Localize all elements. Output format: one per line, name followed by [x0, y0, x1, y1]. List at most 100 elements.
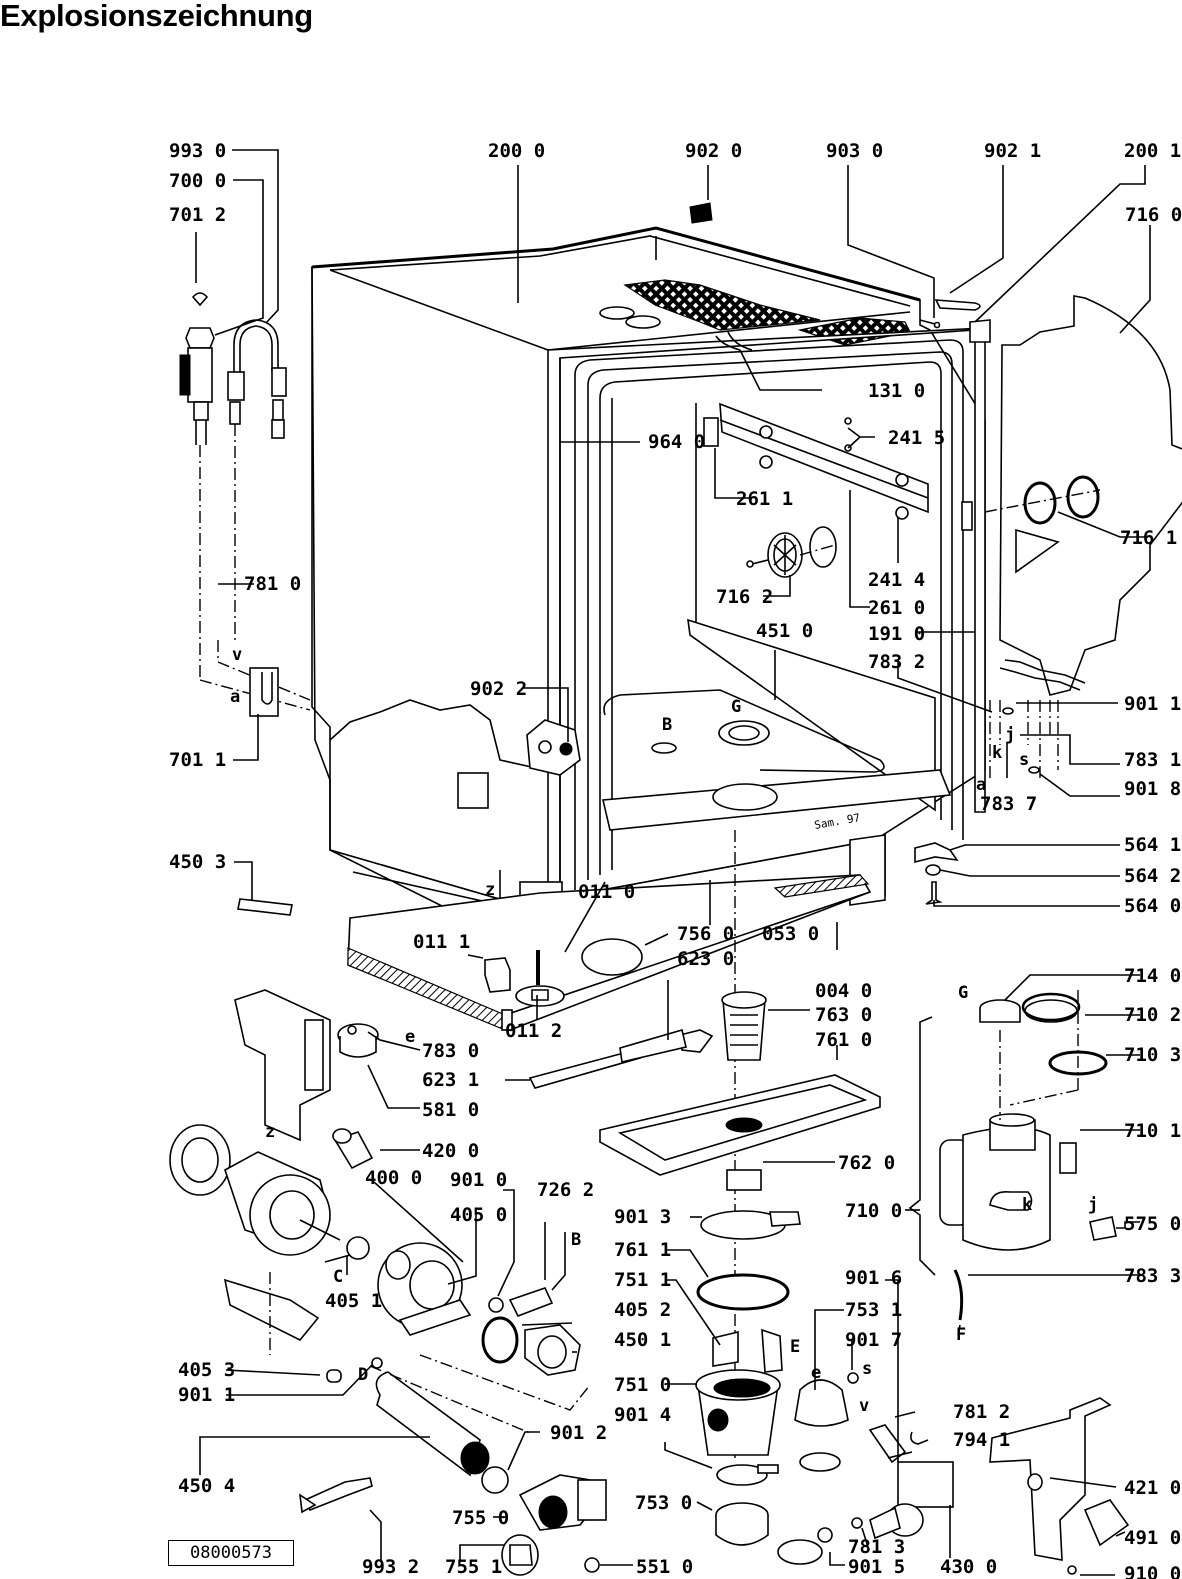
part-902-0	[689, 202, 713, 224]
label-710-2: 710 2	[1124, 1004, 1181, 1026]
part-901-7	[847, 1372, 859, 1384]
label-011-0: 011 0	[578, 881, 635, 903]
label-405-2: 405 2	[614, 1299, 671, 1321]
label-901-3: 901 3	[614, 1206, 671, 1228]
letter-z: z	[485, 880, 495, 900]
label-783-1: 783 1	[1124, 749, 1181, 771]
label-241-5: 241 5	[888, 427, 945, 449]
part-564-1	[914, 842, 959, 864]
label-993-0: 993 0	[169, 140, 226, 162]
label-450-3: 450 3	[169, 851, 226, 873]
part-405-2	[481, 1316, 519, 1364]
part-491-0	[1083, 1499, 1130, 1547]
cabinet-tub: Sam. 97	[311, 226, 986, 946]
label-191-0: 191 0	[868, 623, 925, 645]
label-011-2: 011 2	[505, 1020, 562, 1042]
part-901-1-lower	[371, 1357, 383, 1369]
label-430-0: 430 0	[940, 1556, 997, 1578]
label-491-0: 491 0	[1124, 1527, 1181, 1549]
label-761-1: 761 1	[614, 1239, 671, 1261]
label-200-0: 200 0	[488, 140, 545, 162]
part-450-1	[524, 1324, 581, 1376]
part-564-2	[925, 864, 941, 876]
label-762-0: 762 0	[838, 1152, 895, 1174]
label-714-0: 714 0	[1124, 965, 1181, 987]
part-901-1-upper	[1002, 707, 1014, 715]
part-901-2	[481, 1466, 509, 1494]
letter-C: C	[333, 1267, 343, 1287]
label-751-1: 751 1	[614, 1269, 671, 1291]
label-564-0: 564 0	[1124, 895, 1181, 917]
part-901-5	[817, 1527, 833, 1543]
label-901-1-lower: 901 1	[178, 1384, 235, 1406]
part-564-0	[925, 881, 943, 905]
leader-lines	[195, 149, 1151, 1576]
label-261-1: 261 1	[736, 488, 793, 510]
part-551-0	[584, 1557, 600, 1573]
letter-B-pump: B	[571, 1230, 581, 1250]
label-710-0: 710 0	[845, 1200, 902, 1222]
label-400-0: 400 0	[365, 1167, 422, 1189]
part-011-1	[484, 957, 511, 993]
part-701-2	[191, 292, 209, 307]
letter-D: D	[358, 1365, 368, 1385]
label-901-8: 901 8	[1124, 778, 1181, 800]
part-400-0	[169, 1124, 341, 1342]
part-910-0	[1067, 1565, 1077, 1575]
label-755-0: 755 0	[452, 1507, 509, 1529]
label-901-7: 901 7	[845, 1329, 902, 1351]
label-794-1: 794 1	[953, 1429, 1010, 1451]
part-783-3	[953, 1269, 964, 1321]
bracket-710-0	[908, 1016, 936, 1276]
part-755-0	[518, 1474, 607, 1531]
part-901-0	[488, 1297, 504, 1313]
part-993-2	[299, 1477, 373, 1514]
label-710-3: 710 3	[1124, 1044, 1181, 1066]
label-902-2: 902 2	[470, 678, 527, 700]
part-420-0	[332, 1128, 374, 1170]
label-011-1: 011 1	[413, 931, 470, 953]
label-551-0: 551 0	[636, 1556, 693, 1578]
part-623-1-housing	[619, 1028, 687, 1063]
letter-s-sump: s	[862, 1359, 872, 1379]
part-421-0-bracket	[989, 1397, 1112, 1561]
part-762-0	[726, 1169, 762, 1191]
connection-letters: v a B G k j s a z e z G k j C B D F E e …	[230, 645, 1098, 1416]
part-756-0	[581, 938, 643, 976]
label-716-2: 716 2	[716, 586, 773, 608]
letter-B: B	[662, 715, 672, 735]
part-763-0	[721, 991, 767, 1061]
label-781-2: 781 2	[953, 1401, 1010, 1423]
label-901-1-upper: 901 1	[1124, 693, 1181, 715]
part-430-0	[869, 1461, 954, 1540]
label-716-0: 716 0	[1125, 204, 1182, 226]
label-420-0: 420 0	[422, 1140, 479, 1162]
letter-a-right: a	[976, 775, 986, 795]
label-902-0: 902 0	[685, 140, 742, 162]
part-575-0	[1089, 1216, 1117, 1241]
label-261-0: 261 0	[868, 597, 925, 619]
label-564-2: 564 2	[1124, 865, 1181, 887]
label-004-0: 004 0	[815, 980, 872, 1002]
label-575-0: 575 0	[1124, 1213, 1181, 1235]
label-903-0: 903 0	[826, 140, 883, 162]
part-011-0	[515, 950, 565, 1007]
part-901-8	[1028, 766, 1040, 774]
label-405-0: 405 0	[450, 1204, 507, 1226]
part-716-1	[984, 475, 1101, 525]
label-761-0: 761 0	[815, 1029, 872, 1051]
part-726-2	[508, 1287, 554, 1318]
letter-G: G	[731, 697, 741, 717]
letter-k-softener: k	[1022, 1195, 1032, 1215]
label-726-2: 726 2	[537, 1179, 594, 1201]
label-783-7: 783 7	[980, 793, 1037, 815]
part-751-0	[695, 1369, 781, 1456]
part-716-0-notch	[1015, 528, 1060, 574]
label-581-0: 581 0	[422, 1099, 479, 1121]
part-405-1	[346, 1236, 370, 1260]
part-993-0	[227, 319, 287, 439]
label-901-5: 901 5	[848, 1556, 905, 1578]
label-901-6: 901 6	[845, 1267, 902, 1289]
label-753-1: 753 1	[845, 1299, 902, 1321]
